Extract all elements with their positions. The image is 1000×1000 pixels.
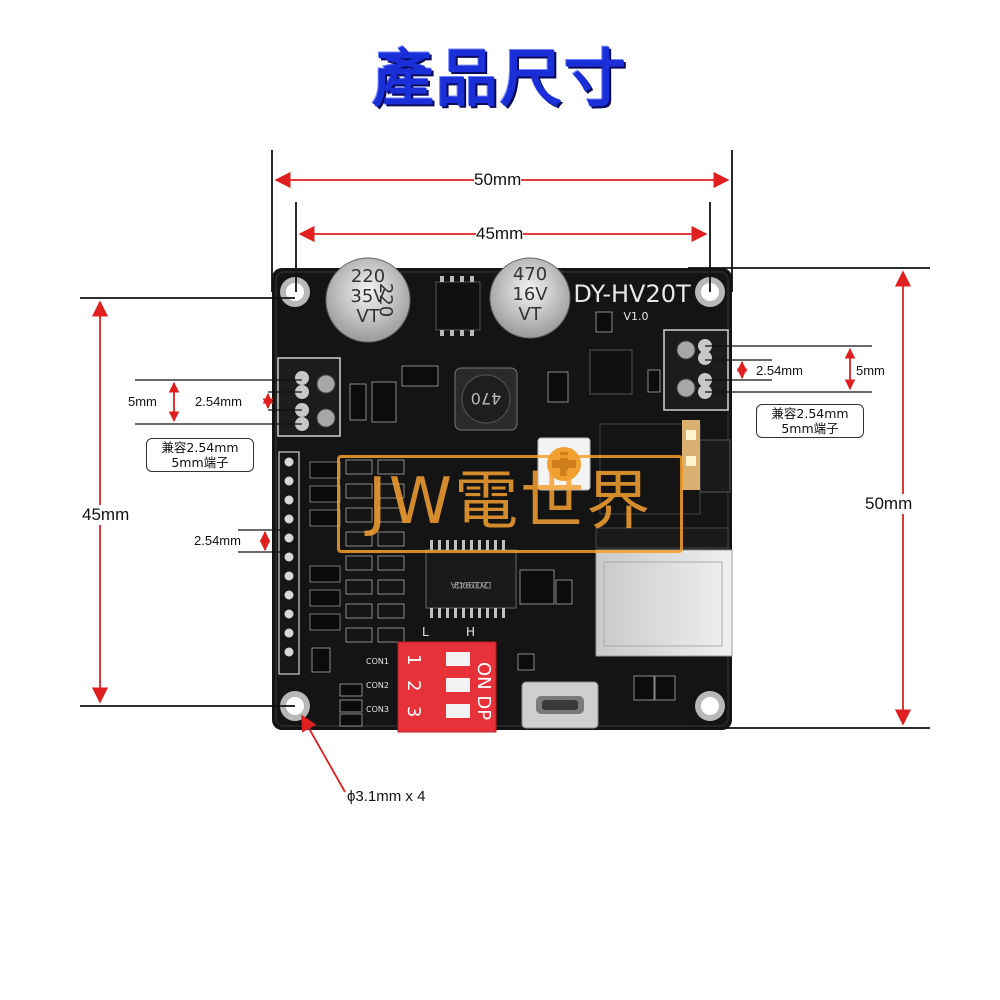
chip-label-model: DY1900A (450, 579, 492, 589)
dim-right-terminal-outer: 5mm (856, 363, 885, 378)
smd-components (311, 311, 676, 727)
capacitor-left: 220 (325, 257, 411, 343)
diode-array (309, 461, 341, 631)
con1-label: CON1 (366, 657, 389, 666)
sd-card-slot (595, 527, 733, 657)
pin-header-left (278, 451, 300, 675)
cap-left-value: 220 (351, 266, 385, 287)
resistor-array (345, 459, 405, 643)
note-left-line1: 兼容2.54mm (161, 440, 239, 455)
chip-label-date: 201942 (454, 579, 488, 589)
dim-left-terminal-outer: 5mm (128, 394, 157, 409)
dip-switch[interactable] (397, 641, 497, 733)
note-left-terminal: 兼容2.54mm 5mm端子 (146, 438, 254, 472)
page-title: 產品尺寸 (371, 42, 628, 115)
dip-header-label: ON DP (473, 662, 494, 720)
cap-left-voltage: 35V (350, 286, 386, 307)
dip-number-2: 2 (403, 680, 424, 691)
audio-jack (599, 420, 731, 515)
dip-low-label: L (422, 625, 429, 639)
cap-left-brand: VT (356, 306, 380, 327)
top-ic (435, 276, 481, 336)
dip-number-1: 1 (403, 654, 424, 665)
board-model-label: DY-HV20T (573, 280, 691, 308)
dip-high-label: H (466, 625, 475, 639)
inductor (454, 367, 518, 431)
capacitor-right (489, 257, 571, 339)
board-version-label: V1.0 (623, 310, 648, 323)
dim-inner-width: 45mm (476, 224, 524, 244)
main-chip (425, 540, 517, 618)
watermark: JW電世界 (337, 455, 683, 553)
right-ic (589, 349, 633, 395)
right-screw-terminal (663, 329, 729, 411)
dim-mount-hole: ϕ3.1mm x 4 (347, 788, 426, 805)
cap-right-voltage: 16V (512, 284, 548, 305)
note-right-terminal: 兼容2.54mm 5mm端子 (756, 404, 864, 438)
dip-number-3: 3 (403, 706, 424, 717)
svg-text:220: 220 (375, 283, 396, 317)
cap-right-brand: VT (518, 304, 542, 325)
inductor-label: 470 (471, 389, 502, 408)
con2-label: CON2 (366, 681, 389, 690)
dim-left-header-pitch: 2.54mm (194, 533, 241, 548)
dim-right-height: 50mm (865, 494, 913, 514)
note-right-line1: 兼容2.54mm (771, 406, 849, 421)
dim-left-terminal-inner: 2.54mm (195, 394, 242, 409)
pcb-board: 220 220 35V VT 470 16V VT DY-HV20T V1.0 (272, 257, 733, 733)
dim-right-terminal-inner: 2.54mm (756, 363, 803, 378)
micro-usb-port[interactable] (521, 681, 599, 729)
con3-label: CON3 (366, 705, 389, 714)
note-left-line2: 5mm端子 (171, 455, 229, 470)
dim-top-width: 50mm (474, 170, 522, 190)
cap-right-value: 470 (513, 264, 547, 285)
note-right-line2: 5mm端子 (781, 421, 839, 436)
dim-left-height: 45mm (82, 505, 130, 525)
